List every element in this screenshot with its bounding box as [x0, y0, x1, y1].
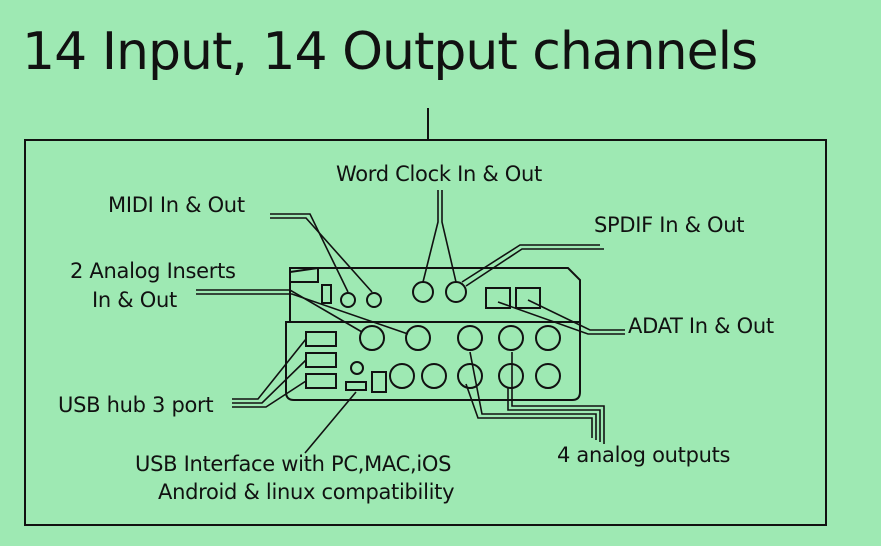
label-usb-interface-line1: USB Interface with PC,MAC,iOS	[135, 452, 452, 476]
label-word-clock: Word Clock In & Out	[336, 162, 542, 186]
power-switch	[371, 371, 387, 393]
output-jack-2	[498, 363, 524, 389]
inserts-leader-1	[196, 289, 363, 333]
device-upper-body	[289, 267, 581, 322]
usb-hub-port-1	[305, 331, 337, 347]
midi-out-port	[366, 292, 382, 308]
label-midi: MIDI In & Out	[108, 193, 245, 217]
outputs-leader-1	[465, 383, 593, 438]
label-usb-interface-line2: Android & linux compatibility	[158, 480, 455, 504]
usb-hub-port-3	[305, 373, 337, 389]
usb-interface-port	[345, 381, 367, 391]
line-jack-3	[535, 325, 561, 351]
diagram-frame	[24, 139, 827, 526]
adat-leader-1	[527, 299, 625, 331]
inserts-leader-2	[196, 293, 409, 335]
diagram-title: 14 Input, 14 Output channels	[22, 22, 758, 82]
adat-leader-2	[497, 301, 625, 335]
label-analog-outputs: 4 analog outputs	[557, 443, 731, 467]
usbhub-leader-2	[232, 359, 307, 404]
usbinterface-leader	[304, 391, 357, 454]
label-usb-hub: USB hub 3 port	[58, 393, 214, 417]
outputs-leader-2	[469, 351, 597, 440]
device-corner-tab	[289, 267, 319, 283]
adat-out-port	[515, 287, 541, 309]
insert-2-jack	[405, 325, 431, 351]
outputs-leader-4	[511, 352, 605, 444]
insert-1-jack	[359, 325, 385, 351]
label-analog-inserts-line2: In & Out	[92, 288, 177, 312]
combo-jack-1	[389, 363, 415, 389]
usbhub-leader-1	[232, 338, 307, 400]
midi-leader-1	[270, 213, 349, 293]
midi-leader-2	[270, 217, 373, 293]
wordclock-in-port	[412, 281, 434, 303]
device-lower-body	[285, 321, 581, 401]
combo-jack-2	[421, 363, 447, 389]
spdif-leader-1	[461, 244, 600, 283]
small-button	[321, 284, 332, 304]
usbhub-leader-3	[232, 380, 307, 408]
spdif-leader-2	[465, 248, 604, 287]
label-spdif: SPDIF In & Out	[594, 213, 745, 237]
wordclock-leader-2	[441, 190, 457, 283]
outputs-leader-3	[507, 388, 601, 442]
wordclock-out-port	[445, 281, 467, 303]
line-jack-1	[457, 325, 483, 351]
label-adat: ADAT In & Out	[628, 314, 774, 338]
line-jack-2	[498, 325, 524, 351]
output-jack-1	[457, 363, 483, 389]
wordclock-leader-1	[422, 190, 439, 283]
label-analog-inserts-line1: 2 Analog Inserts	[70, 259, 236, 283]
power-port	[350, 361, 364, 375]
usb-hub-port-2	[305, 352, 337, 368]
adat-in-port	[485, 287, 511, 309]
output-jack-3	[535, 363, 561, 389]
midi-in-port	[340, 292, 356, 308]
